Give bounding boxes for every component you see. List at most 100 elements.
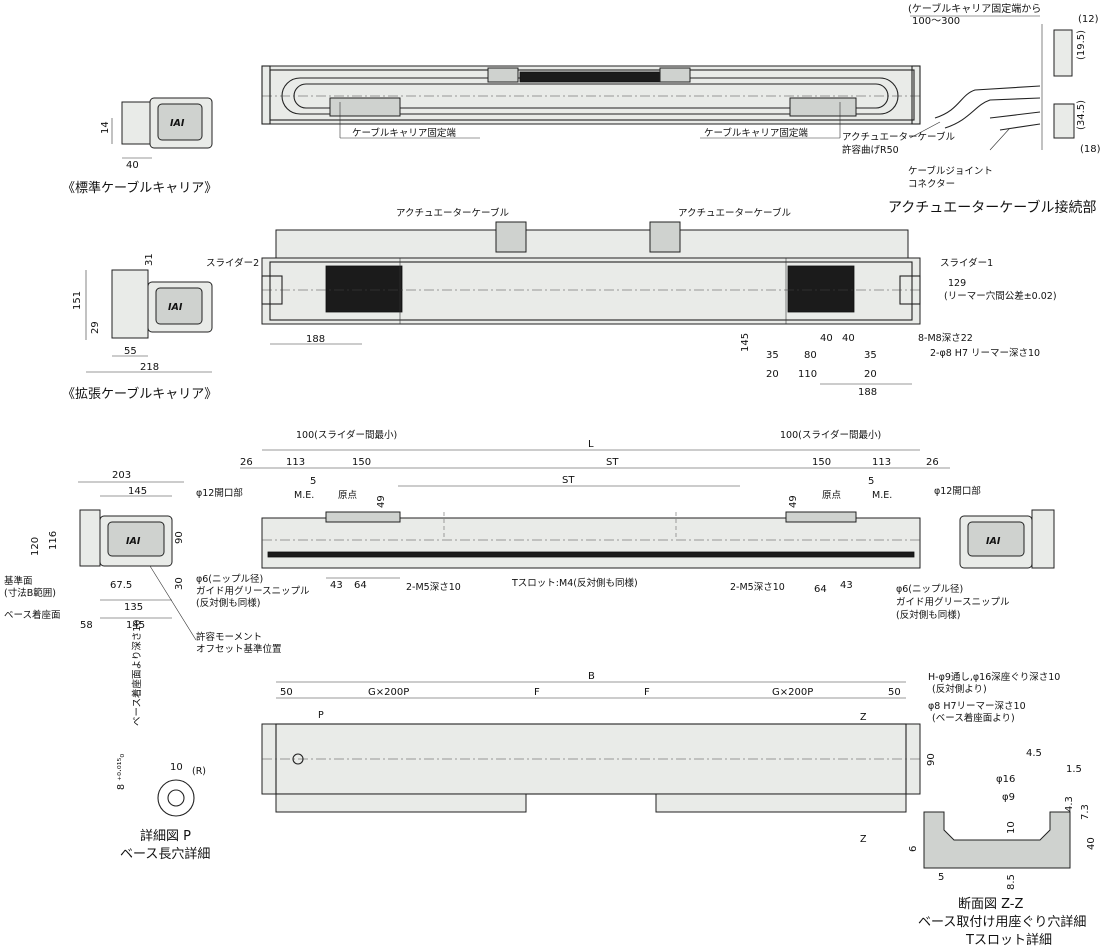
label-nipple-left-1: φ6(ニップル径) [196, 573, 263, 585]
dim-26-left: 26 [240, 457, 253, 468]
side-view: L 100(スライダー間最小) 100(スライダー間最小) 26 113 150… [196, 429, 1010, 621]
label-allow-bend: 許容曲げR50 [842, 144, 899, 156]
dim-20b: 20 [864, 369, 877, 380]
dim-14-std: 14 [100, 121, 111, 134]
label-cable-joint-2: コネクター [908, 179, 955, 190]
label-100-300: 100〜300 [912, 16, 960, 27]
label-nipple-right-3: (反対側も同様) [896, 609, 960, 621]
label-holes-4: (ベース着座面より) [932, 712, 1015, 724]
dim-10-section: 10 [1006, 821, 1017, 834]
std-carrier-view: IAI 14 40 《標準ケーブルキャリア》 [62, 97, 217, 196]
dim-29: 29 [90, 321, 101, 334]
dim-B: B [588, 671, 595, 682]
label-cable-joint-1: ケーブルジョイント [908, 165, 993, 177]
caption-section-2: ベース取付け用座ぐり穴詳細 [918, 914, 1086, 930]
label-moment-2: オフセット基準位置 [196, 643, 282, 655]
label-tslot: Tスロット:M4(反対側も同様) [511, 577, 638, 589]
dim-40a: 40 [820, 333, 833, 344]
dim-145-end-top: 145 [128, 486, 147, 497]
dim-30: 30 [174, 577, 185, 590]
dim-113-left: 113 [286, 457, 305, 468]
dim-90-bottom: 90 [926, 753, 937, 766]
dim-26-right: 26 [926, 457, 939, 468]
dim-55: 55 [124, 346, 137, 357]
dim-5-right: 5 [868, 476, 874, 487]
label-act-cable-2: アクチュエーターケーブル [396, 207, 509, 219]
dim-64-right: 64 [814, 584, 827, 595]
dim-188-left: 188 [306, 334, 325, 345]
label-holes-1: H-φ9通し,φ16深座ぐり深さ10 [928, 671, 1060, 683]
dim-8-5: 8.5 [1006, 874, 1017, 890]
dim-ST-2: ST [562, 475, 575, 486]
label-me-right: M.E. [872, 490, 892, 501]
label-origin-right: 原点 [822, 490, 842, 501]
dim-218: 218 [140, 362, 159, 373]
label-carrier-fixed-end-right: ケーブルキャリア固定端 [704, 127, 808, 139]
dim-F-left: F [534, 687, 540, 698]
dim-90-end: 90 [174, 531, 185, 544]
dim-7-3: 7.3 [1080, 804, 1091, 820]
label-holes-2: (反対側より) [932, 683, 987, 695]
dim-G-right: G×200P [772, 687, 813, 698]
dim-18: (18) [1080, 144, 1101, 155]
label-act-cable-3: アクチュエーターケーブル [678, 207, 791, 219]
dim-ST-1: ST [606, 457, 619, 468]
dim-116: 116 [48, 531, 59, 550]
dim-G-left: G×200P [368, 687, 409, 698]
carrier-bar [519, 71, 661, 83]
dim-L: L [588, 439, 594, 450]
t-slot-bar [267, 551, 915, 558]
dim-110: 110 [798, 369, 817, 380]
detail-p: ベース着座面より深さ10 8 ⁺⁰·⁰¹⁵₀ 10 (R) 詳細図 P ベース長… [116, 620, 210, 862]
dim-phi16: φ16 [996, 774, 1015, 785]
dim-80: 80 [804, 350, 817, 361]
label-open12-left: φ12開口部 [196, 487, 243, 499]
caption-section-1: 断面図 Z-Z [958, 897, 1024, 912]
caption-section-3: Tスロット詳細 [965, 932, 1052, 948]
end-view-right: IAI [959, 509, 1055, 569]
dim-6: 6 [908, 846, 919, 852]
dim-12: (12) [1078, 14, 1099, 25]
label-slot-depth: ベース着座面より深さ10 [131, 620, 143, 726]
dim-49-right: 49 [788, 495, 799, 508]
label-origin-left: 原点 [338, 490, 358, 501]
label-nipple-left-3: (反対側も同様) [196, 597, 260, 609]
dim-151: 151 [72, 291, 83, 310]
dim-49-left: 49 [376, 495, 387, 508]
dim-4-3: 4.3 [1064, 796, 1075, 812]
dim-135: 135 [124, 602, 143, 613]
label-reamer: 2-φ8 H7 リーマー深さ10 [930, 348, 1040, 359]
label-z-top: Z [860, 712, 867, 723]
dim-19-5: (19.5) [1076, 30, 1087, 60]
label-z-bottom: Z [860, 834, 867, 845]
dim-5-left: 5 [310, 476, 316, 487]
section-zz: 4.5 1.5 φ16 φ9 4.3 7.3 10 40 6 5 8.5 断面図… [908, 748, 1097, 948]
dim-40-std: 40 [126, 160, 139, 171]
dim-120: 120 [30, 537, 41, 556]
caption-connection: アクチュエーターケーブル接続部 [888, 199, 1096, 216]
dim-43-left: 43 [330, 580, 343, 591]
label-carrier-from: (ケーブルキャリア固定端から [908, 2, 1041, 15]
dim-phi9: φ9 [1002, 792, 1015, 803]
ext-carrier-view: IAI 151 31 29 55 218 《拡張ケーブルキャリア》 [62, 253, 217, 402]
label-slider-min-right: 100(スライダー間最小) [780, 429, 881, 441]
logo-iai-3: IAI [126, 536, 141, 547]
label-open12-right: φ12開口部 [934, 485, 981, 497]
dim-188-right: 188 [858, 387, 877, 398]
logo-iai-4: IAI [986, 536, 1001, 547]
label-nipple-right-1: φ6(ニップル径) [896, 583, 963, 595]
label-base-face: ベース着座面 [4, 609, 61, 621]
caption-std-carrier: 《標準ケーブルキャリア》 [62, 180, 217, 196]
carrier-loop [281, 77, 899, 115]
label-reamer-tol: (リーマー穴間公差±0.02) [944, 290, 1057, 302]
dim-35a: 35 [766, 350, 779, 361]
top-view: ケーブルキャリア固定端 ケーブルキャリア固定端 [261, 65, 921, 139]
dim-150-right: 150 [812, 457, 831, 468]
label-ref-1: 基準面 [4, 575, 33, 587]
label-moment-1: 許容モーメント [196, 631, 262, 643]
label-nipple-left-2: ガイド用グリースニップル [196, 585, 310, 597]
section-profile [923, 811, 1071, 869]
label-slot-tol: 8 ⁺⁰·⁰¹⁵₀ [116, 754, 127, 790]
label-r: (R) [192, 766, 206, 777]
